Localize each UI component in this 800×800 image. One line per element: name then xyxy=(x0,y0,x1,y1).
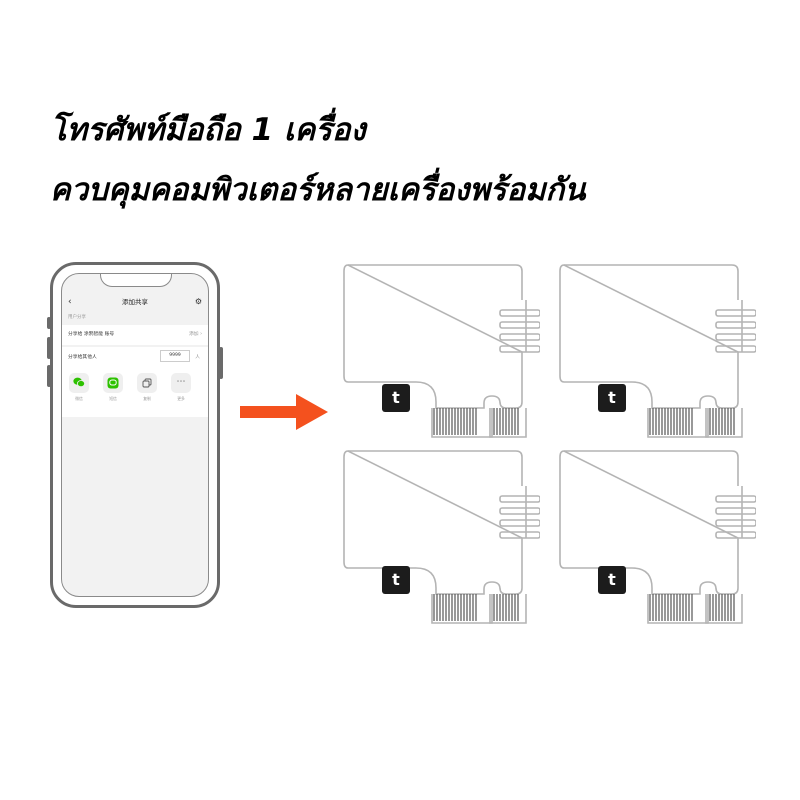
phone-volume-down-button xyxy=(47,365,51,387)
phone-side-button xyxy=(47,317,51,329)
share-account-row[interactable]: 分享给 涂鸦智能 账号 添加 › xyxy=(62,325,208,345)
section-label: 用户分享 xyxy=(68,315,86,320)
pcie-board-1: t xyxy=(340,262,540,438)
share-count-input[interactable]: 9999 xyxy=(160,350,190,362)
share-others-panel: 分享给其他人 9999 人 微信 xyxy=(62,347,208,417)
wechat-icon xyxy=(69,373,89,393)
tuya-logo-icon: t xyxy=(382,566,410,594)
copy-icon xyxy=(137,373,157,393)
share-message-button[interactable]: 短信 xyxy=(102,373,124,402)
tuya-logo-icon: t xyxy=(598,566,626,594)
arrow-right-icon xyxy=(240,394,328,430)
share-target-label: 更多 xyxy=(177,396,185,401)
app-header-title: 添加共享 xyxy=(122,298,148,306)
phone-illustration: ‹ 添加共享 ⚙ 用户分享 分享给 涂鸦智能 账号 添加 › 分享给其他人 99… xyxy=(47,262,223,608)
pcie-board-4: t xyxy=(556,448,756,624)
tuya-logo-icon: t xyxy=(382,384,410,412)
app-header: ‹ 添加共享 ⚙ xyxy=(62,294,208,310)
share-target-label: 复制 xyxy=(143,396,151,401)
phone-screen: ‹ 添加共享 ⚙ 用户分享 分享给 涂鸦智能 账号 添加 › 分享给其他人 99… xyxy=(61,273,209,597)
share-account-text: 分享给 涂鸦智能 账号 xyxy=(68,332,115,337)
tuya-logo-icon: t xyxy=(598,384,626,412)
more-icon: ⋯ xyxy=(171,373,191,393)
chevron-left-icon[interactable]: ‹ xyxy=(68,297,72,307)
phone-volume-up-button xyxy=(47,337,51,359)
share-account-action[interactable]: 添加 › xyxy=(188,332,202,337)
headline-line-1: โทรศัพท์มือถือ 1 เครื่อง xyxy=(50,112,366,148)
headline-line-2: ควบคุมคอมพิวเตอร์หลายเครื่องพร้อมกัน xyxy=(50,172,586,208)
share-wechat-button[interactable]: 微信 xyxy=(68,373,90,402)
gear-icon[interactable]: ⚙ xyxy=(194,297,202,306)
share-others-text: 分享给其他人 xyxy=(68,355,97,360)
share-count-unit: 人 xyxy=(195,355,200,360)
pcie-board-3: t xyxy=(340,448,540,624)
phone-notch xyxy=(100,274,172,287)
message-icon xyxy=(103,373,123,393)
share-copy-button[interactable]: 复制 xyxy=(136,373,158,402)
share-target-label: 短信 xyxy=(109,396,117,401)
pcie-board-2: t xyxy=(556,262,756,438)
share-target-label: 微信 xyxy=(75,396,83,401)
share-more-button[interactable]: ⋯ 更多 xyxy=(170,373,192,402)
phone-power-button xyxy=(219,347,223,379)
